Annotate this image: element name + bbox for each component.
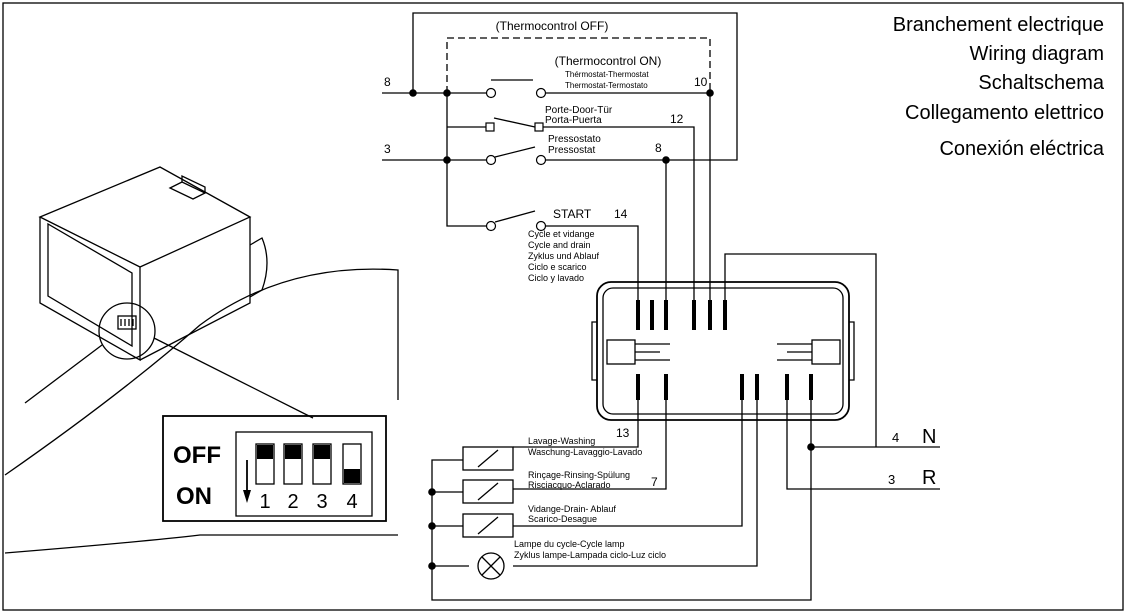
input-8-label: 8 [384,75,391,89]
start-desc-2: Cycle and drain [528,240,591,250]
start-label: START [553,207,592,221]
pressure-switch: Pressostato Pressostat 8 [485,134,670,300]
start-desc-4: Ciclo e scarico [528,262,587,272]
dip-switch-4-knob [344,469,360,483]
phase-label: R [922,467,936,489]
dip-switch-2-knob [285,445,301,459]
terminal-8-label: 8 [655,141,662,155]
load-cycle-lamp: Lampe du cycle-Cycle lamp Zyklus lampe-L… [477,539,666,580]
lamp-label-1: Lampe du cycle-Cycle lamp [514,539,625,549]
start-desc-5: Ciclo y lavado [528,273,584,283]
thermostat-circuit: (Thermocontrol OFF) (Thermocontrol ON) T… [412,12,738,161]
drain-label-1: Vidange-Drain- Ablauf [528,504,616,514]
start-desc-1: Cycle et vidange [528,229,595,239]
dip-on-label: ON [176,483,212,510]
start-desc-3: Zyklus und Ablauf [528,251,600,261]
dip-switch-2-number: 2 [287,491,298,513]
neutral-label: N [922,426,936,448]
pressure-label-2: Pressostat [548,145,595,156]
title-line-1: Branchement electrique [893,14,1104,36]
dip-switch-1-knob [257,445,273,459]
load-drain: Vidange-Drain- Ablauf Scarico-Desague [462,504,616,538]
terminal-12-label: 12 [670,112,684,126]
dip-switch-3-number: 3 [316,491,327,513]
title-line-4: Collegamento elettrico [905,102,1104,124]
terminal-4-label: 4 [892,430,899,445]
door-label-1: Porte-Door-Tür [545,105,613,116]
dip-switch-4-number: 4 [346,491,357,513]
lamp-label-2: Zyklus lampe-Lampada ciclo-Luz ciclo [514,550,666,560]
title-line-3: Schaltschema [978,72,1104,94]
thermostat-name-2: Thermostat-Termostato [565,81,648,90]
mains-terminals: 4 N 3 R [888,426,936,489]
thermo-off-label: (Thermocontrol OFF) [496,19,609,33]
title-line-5: Conexión eléctrica [939,138,1104,160]
dip-switch-1-number: 1 [259,491,270,513]
thermo-on-label: (Thermocontrol ON) [555,54,662,68]
terminal-3-mains-label: 3 [888,472,895,487]
dip-off-label: OFF [173,442,221,469]
load-wash: Lavage-Washing Waschung-Lavaggio-Lavado … [462,426,642,471]
terminal-10-label: 10 [694,75,708,89]
terminal-7-label: 7 [651,475,658,489]
title-line-2: Wiring diagram [970,43,1104,65]
controller-connector [591,281,855,421]
thermostat-name-1: Thérmostat-Thermostat [565,70,649,79]
door-switch: Porte-Door-Tür Porta-Puerta 12 [447,105,695,300]
terminal-13-label: 13 [616,426,630,440]
appliance-sketch [4,166,399,554]
dip-switch-3-knob [314,445,330,459]
input-3-label: 3 [384,142,391,156]
load-rinse: Rinçage-Rinsing-Spülung Risciacquo-Aclar… [462,470,658,504]
wash-label-1: Lavage-Washing [528,436,595,446]
start-switch: START 14 Cycle et vidange Cycle and drai… [485,207,639,300]
rinse-label-2: Risciacquo-Aclarado [528,480,611,490]
magnifier-circle [98,302,156,360]
title-block: Branchement electrique Wiring diagram Sc… [893,14,1105,160]
rinse-label-1: Rinçage-Rinsing-Spülung [528,470,630,480]
terminal-14-label: 14 [614,207,628,221]
drain-label-2: Scarico-Desague [528,514,597,524]
wash-label-2: Waschung-Lavaggio-Lavado [528,447,642,457]
pressure-label-1: Pressostato [548,134,601,145]
door-label-2: Porta-Puerta [545,115,602,126]
